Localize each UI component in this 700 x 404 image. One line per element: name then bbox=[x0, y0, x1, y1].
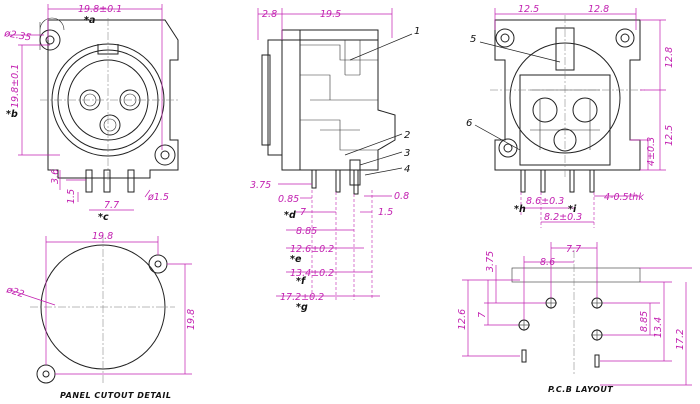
callout-3: 3 bbox=[404, 148, 410, 159]
panel-diameter-dim: ø22 bbox=[4, 284, 25, 300]
pcb-layout-caption: P.C.B LAYOUT bbox=[548, 385, 613, 394]
side-dim-0-85: 0.85 bbox=[278, 194, 299, 205]
side-dim-19-5: 19.5 bbox=[320, 9, 341, 20]
rear-dim-12-8-side: 12.8 bbox=[664, 47, 675, 68]
pcb-dim-8-85: 8.85 bbox=[639, 311, 650, 332]
pcb-dim-17-2: 17.2 bbox=[675, 329, 686, 350]
rear-view bbox=[474, 8, 666, 228]
pcb-dim-7: 7 bbox=[477, 312, 488, 318]
panel-width-dim: 19.8 bbox=[92, 231, 113, 242]
rear-dim-8-2: 8.2±0.3 bbox=[544, 212, 582, 223]
panel-height-dim: 19.8 bbox=[186, 309, 197, 330]
rear-dim-12-8-top: 12.8 bbox=[588, 4, 609, 15]
rear-dim-12-5-top: 12.5 bbox=[518, 4, 539, 15]
side-view bbox=[257, 8, 413, 300]
label-c: *c bbox=[98, 212, 109, 223]
pcb-dim-8-6: 8.6 bbox=[540, 257, 555, 268]
pcb-dim-12-6: 12.6 bbox=[457, 309, 468, 330]
front-pin-offset-dim: 1.5 bbox=[66, 189, 77, 204]
pcb-dim-3-75: 3.75 bbox=[485, 251, 496, 272]
front-pin-height-dim: 3.6 bbox=[50, 169, 61, 184]
rear-dim-8-6: 8.6±0.3 bbox=[526, 196, 564, 207]
rear-dim-4: 4±0.3 bbox=[646, 137, 657, 166]
front-pin-diameter-dim: ø1.5 bbox=[147, 192, 169, 203]
front-pin-spacing-dim: 7.7 bbox=[104, 200, 119, 211]
label-a: *a bbox=[84, 15, 95, 26]
panel-cutout-caption: PANEL CUTOUT DETAIL bbox=[60, 391, 171, 400]
front-hole-dim: ø2.35 bbox=[2, 28, 31, 44]
side-dim-2-8: 2.8 bbox=[262, 9, 277, 20]
callout-4: 4 bbox=[404, 164, 410, 175]
callout-5: 5 bbox=[470, 34, 476, 45]
pcb-layout bbox=[462, 242, 692, 386]
label-e: *e bbox=[290, 254, 302, 265]
side-dim-7: 7 bbox=[300, 207, 306, 218]
pcb-dim-7-7: 7.7 bbox=[566, 244, 581, 255]
side-dim-12-6: 12.6±0.2 bbox=[290, 244, 334, 255]
panel-cutout bbox=[9, 235, 192, 385]
callout-1: 1 bbox=[414, 26, 420, 37]
front-height-dim: 19.8±0.1 bbox=[10, 64, 21, 108]
label-i: *i bbox=[568, 204, 577, 215]
side-dim-3-75: 3.75 bbox=[250, 180, 271, 191]
callout-2: 2 bbox=[404, 130, 410, 141]
label-b: *b bbox=[6, 109, 18, 120]
rear-dim-12-5-side: 12.5 bbox=[664, 125, 675, 146]
side-dim-17-2: 17.2±0.2 bbox=[280, 292, 324, 303]
label-f: *f bbox=[296, 276, 307, 287]
rear-dim-thk: 4-0.5thk bbox=[604, 192, 644, 203]
side-dim-0-8: 0.8 bbox=[394, 191, 409, 202]
side-dim-8-85: 8.85 bbox=[296, 226, 317, 237]
label-h: *h bbox=[514, 204, 526, 215]
front-width-dim: 19.8±0.1 bbox=[78, 4, 122, 15]
callout-6: 6 bbox=[466, 118, 472, 129]
side-dim-1-5: 1.5 bbox=[378, 207, 393, 218]
pcb-dim-13-4: 13.4 bbox=[653, 317, 664, 338]
label-g: *g bbox=[296, 302, 308, 313]
side-dim-13-4: 13.4±0.2 bbox=[290, 268, 334, 279]
front-view bbox=[8, 4, 180, 211]
label-d: *d bbox=[284, 210, 296, 221]
